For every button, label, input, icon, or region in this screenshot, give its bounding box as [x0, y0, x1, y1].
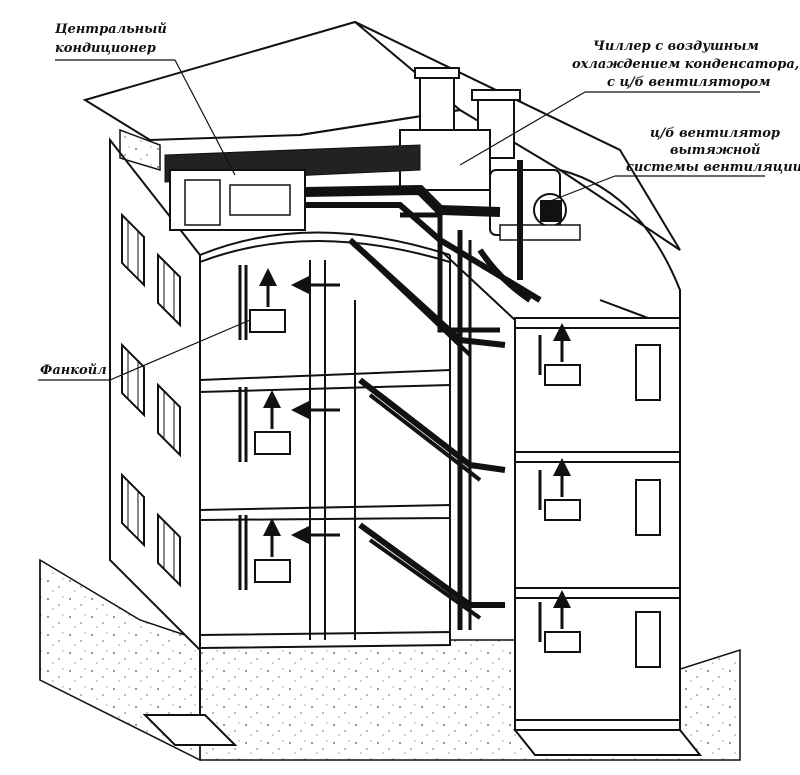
label-chiller-1: Чиллер с воздушным: [593, 39, 759, 54]
right-fancoils: [538, 323, 581, 653]
label-fan-2: вытяжной: [670, 143, 760, 158]
label-chiller-2: охлаждением конденсатора,: [572, 57, 799, 72]
right-wing: [439, 249, 681, 731]
label-fan-3: системы вентиляции: [626, 160, 800, 175]
facade-windows: [121, 212, 181, 588]
chiller-unit: [489, 169, 581, 241]
fancoils-main: [238, 265, 340, 590]
right-wing-windows: [635, 344, 661, 668]
piping: [304, 160, 542, 630]
label-fancoil: Фанкойл: [40, 363, 107, 378]
label-chiller-3: с ц/б вентилятором: [607, 75, 770, 90]
right-floor-slabs: [514, 317, 681, 731]
left-facade: [109, 137, 201, 653]
roof: [82, 20, 681, 332]
interior-structure: [199, 231, 451, 650]
central-ac-unit: [119, 128, 421, 231]
label-central-ac-1: Центральный: [54, 22, 167, 37]
label-central-ac-2: кондиционер: [55, 41, 156, 56]
labels: Центральный кондиционер Чиллер с воздушн…: [40, 22, 800, 378]
leader-lines: [38, 59, 765, 381]
label-fan-1: ц/б вентилятор: [650, 126, 780, 141]
foundations: [142, 640, 703, 756]
